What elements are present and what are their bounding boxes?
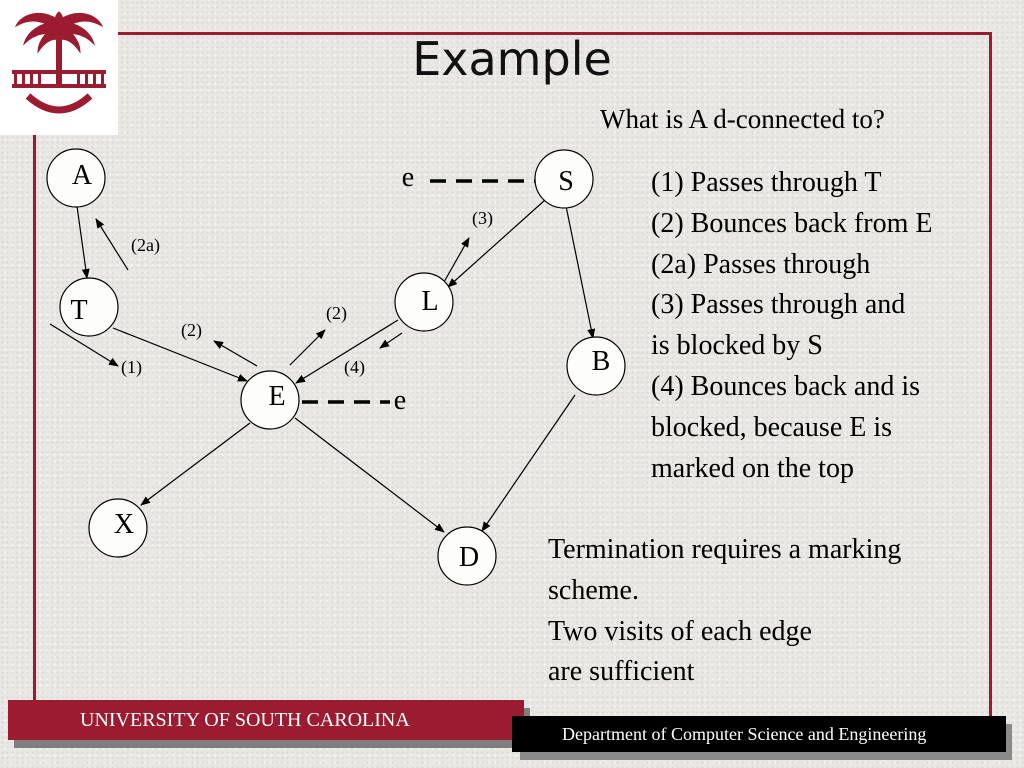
node-a bbox=[46, 148, 106, 208]
path-label-4: (4) bbox=[344, 357, 365, 378]
slide-title: Example bbox=[412, 32, 612, 86]
edge-b-d bbox=[481, 394, 576, 532]
node-label-b: B bbox=[592, 346, 611, 377]
path-arrow-2-left bbox=[213, 340, 258, 367]
path-arrow-2-right bbox=[289, 329, 326, 366]
explanation-line: (2) Bounces back from E bbox=[651, 207, 933, 239]
question-text: What is A d-connected to? bbox=[600, 104, 885, 134]
palmetto-logo-icon bbox=[12, 11, 106, 114]
edge-a-t bbox=[76, 205, 90, 279]
footer-department-name: Department of Computer Science and Engin… bbox=[512, 716, 1006, 752]
explanation-line: (2a) Passes through bbox=[651, 248, 871, 280]
node-t bbox=[59, 277, 119, 337]
explanation-line: (3) Passes through and bbox=[651, 289, 906, 321]
evidence-label-e: e bbox=[394, 385, 406, 416]
footer-university-name: UNIVERSITY OF SOUTH CAROLINA bbox=[8, 700, 524, 740]
node-x bbox=[88, 498, 148, 558]
edge-e-d bbox=[294, 417, 445, 533]
node-label-l: L bbox=[421, 286, 438, 317]
path-arrow-3 bbox=[443, 237, 470, 283]
node-b bbox=[566, 336, 626, 396]
frame-top-line bbox=[118, 32, 992, 35]
explanation-line: is blocked by S bbox=[651, 330, 823, 362]
path-arrow-2a bbox=[95, 218, 129, 271]
node-e bbox=[240, 370, 300, 430]
university-logo bbox=[0, 0, 118, 135]
path-label-2-left: (2) bbox=[181, 320, 202, 341]
frame-right-line bbox=[989, 32, 992, 718]
explanation-line: (4) Bounces back and is bbox=[651, 370, 921, 402]
node-label-d: D bbox=[459, 542, 479, 573]
path-label-2a: (2a) bbox=[131, 235, 160, 256]
edge-l-e bbox=[295, 319, 399, 384]
edge-s-l bbox=[447, 199, 546, 288]
termination-note: Termination requires a marking scheme. T… bbox=[548, 530, 901, 693]
path-label-2-right: (2) bbox=[326, 303, 347, 324]
path-arrow-1 bbox=[49, 323, 119, 367]
explanation-list: (1) Passes through T (2) Bounces back fr… bbox=[651, 163, 932, 489]
path-label-1: (1) bbox=[121, 357, 142, 378]
edge-s-b bbox=[565, 205, 596, 339]
path-arrow-4 bbox=[379, 332, 403, 349]
termination-line: Two visits of each edge bbox=[548, 615, 812, 647]
node-label-a: A bbox=[72, 160, 93, 191]
edge-t-e bbox=[112, 327, 248, 382]
node-label-e: E bbox=[268, 381, 285, 412]
node-label-x: X bbox=[114, 509, 134, 540]
evidence-label-s: e bbox=[402, 162, 414, 193]
frame-left-line bbox=[33, 135, 36, 703]
path-label-3: (3) bbox=[472, 208, 493, 229]
edge-e-x bbox=[140, 422, 251, 506]
node-d bbox=[437, 526, 497, 586]
explanation-line: (1) Passes through T bbox=[651, 167, 882, 198]
node-s bbox=[534, 149, 594, 209]
node-label-t: T bbox=[70, 295, 87, 326]
explanation-line: marked on the top bbox=[651, 452, 854, 484]
termination-line: are sufficient bbox=[548, 656, 695, 688]
node-label-s: S bbox=[558, 166, 574, 197]
termination-line: scheme. bbox=[548, 574, 639, 606]
termination-line: Termination requires a marking bbox=[548, 534, 902, 565]
explanation-line: blocked, because E is bbox=[651, 411, 893, 443]
node-l bbox=[394, 272, 454, 332]
